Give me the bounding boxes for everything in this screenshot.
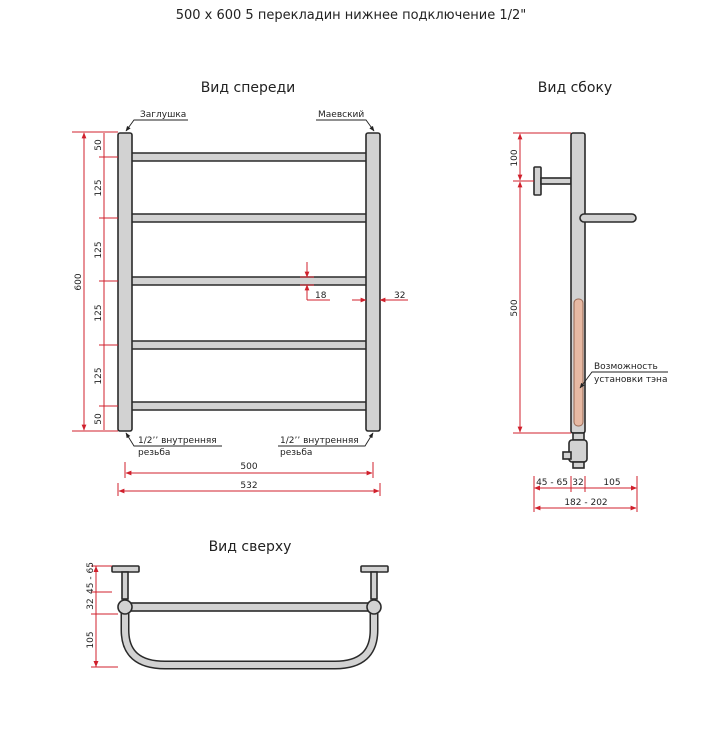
dim-top-depth: 105 xyxy=(86,631,96,648)
dim-gap-top: 50 xyxy=(94,139,104,151)
dim-side-height: 500 xyxy=(510,299,520,316)
top-left-post xyxy=(117,599,133,615)
side-view-heading: Вид сбоку xyxy=(538,80,612,96)
rung-4 xyxy=(125,340,373,350)
thread-left-leader xyxy=(125,432,222,447)
thread-left-label-1: 1/2’’ внутренняя xyxy=(138,436,217,446)
thread-right-leader xyxy=(278,432,374,447)
top-view: Вид сверху 45 - 65 32 105 xyxy=(86,539,389,670)
plug-label: Заглушка xyxy=(140,110,186,120)
page-title: 500 x 600 5 перекладин нижнее подключени… xyxy=(176,8,527,23)
dim-side-depth: 105 xyxy=(603,478,620,488)
dim-top-offset: 45 - 65 xyxy=(86,562,96,594)
mayevsky-label: Маевский xyxy=(318,110,364,120)
dim-seg-ticks xyxy=(99,156,118,407)
top-right-post xyxy=(366,599,382,615)
rung-1 xyxy=(125,152,373,162)
rung-2 xyxy=(120,213,380,223)
dim-arrow xyxy=(93,661,99,667)
heater-element xyxy=(573,298,584,427)
top-right-arm xyxy=(370,571,378,600)
side-rung xyxy=(579,213,637,223)
thread-right-label-2: резьба xyxy=(280,448,312,458)
dim-side-post: 32 xyxy=(572,478,583,488)
top-left-flange xyxy=(111,565,140,573)
mayevsky-leader xyxy=(316,119,375,132)
dim-axis-width: 500 xyxy=(240,462,257,472)
dim-gap-3: 125 xyxy=(94,304,104,321)
front-view: Вид спереди Заглушка Маевский 600 xyxy=(72,80,408,496)
top-right-flange xyxy=(360,565,389,573)
dim-side-total: 182 - 202 xyxy=(564,498,607,508)
rung-5 xyxy=(125,401,373,411)
dim-gap-2: 125 xyxy=(94,241,104,258)
dim-total-width: 532 xyxy=(240,481,257,491)
dim-side-top: 100 xyxy=(510,149,520,166)
valve-neck xyxy=(572,432,585,441)
dim-gap-1: 125 xyxy=(94,179,104,196)
dim-side-offset: 45 - 65 xyxy=(536,478,568,488)
front-view-heading: Вид спереди xyxy=(201,80,296,96)
wall-flange xyxy=(533,166,542,196)
dim-arrow xyxy=(534,485,540,491)
heater-leader xyxy=(579,371,668,389)
left-post xyxy=(117,132,133,432)
thread-right-label-1: 1/2’’ внутренняя xyxy=(280,436,359,446)
dim-rung-dia: 18 xyxy=(315,291,327,301)
top-straight-rung xyxy=(124,602,375,612)
dim-top-post: 32 xyxy=(86,598,96,609)
thread-left-label-2: резьба xyxy=(138,448,170,458)
dim-post-dia: 32 xyxy=(394,291,405,301)
dim-gap-4: 125 xyxy=(94,367,104,384)
dim-gap-bottom: 50 xyxy=(94,413,104,425)
dim-arrow xyxy=(631,485,637,491)
side-view: Вид сбоку 100 500 Возможность установки … xyxy=(510,80,668,512)
right-post xyxy=(365,132,381,432)
heater-label-1: Возможность xyxy=(594,362,658,372)
rung-3 xyxy=(125,276,373,286)
heater-label-2: установки тэна xyxy=(594,375,667,385)
top-loop xyxy=(122,604,377,668)
dim-front-height: 600 xyxy=(74,273,84,290)
top-view-heading: Вид сверху xyxy=(209,539,292,555)
top-loop-outline xyxy=(120,602,379,670)
plug-leader xyxy=(125,119,188,132)
front-rungs xyxy=(120,152,380,411)
top-left-arm xyxy=(121,571,129,600)
dim-arrow xyxy=(93,566,99,572)
valve-nut xyxy=(572,461,585,469)
bracket-arm xyxy=(540,177,572,185)
valve-spout xyxy=(562,451,572,460)
dim-top-ticks xyxy=(91,565,118,668)
